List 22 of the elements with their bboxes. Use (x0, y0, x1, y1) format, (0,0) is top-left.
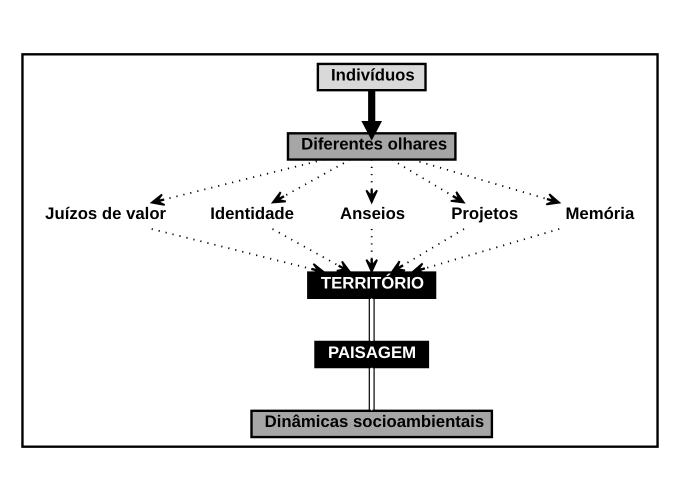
node-text: Identidade (210, 204, 294, 224)
node-box: Indivíduos (316, 62, 427, 92)
node-text: Juízos de valor (45, 204, 166, 224)
node-box: Diferentes olhares (286, 132, 457, 161)
arrow (361, 90, 382, 141)
arrow (412, 158, 560, 206)
arrow (150, 158, 324, 206)
node-box: PAISAGEM (314, 340, 430, 368)
connector (368, 368, 375, 410)
node-text: Memória (565, 204, 634, 224)
node-box: Dinâmicas socioambientais (250, 410, 494, 438)
arrow (272, 228, 351, 273)
cluster (21, 53, 659, 448)
connector (368, 298, 375, 342)
arrow (272, 158, 351, 204)
arrow (365, 228, 378, 273)
node-text: Projetos (451, 204, 518, 224)
node-text: Anseios (340, 204, 406, 224)
arrow (365, 160, 378, 204)
node-box: TERRITÓRIO (307, 271, 436, 299)
arrow (391, 158, 465, 204)
arrow (391, 228, 464, 273)
